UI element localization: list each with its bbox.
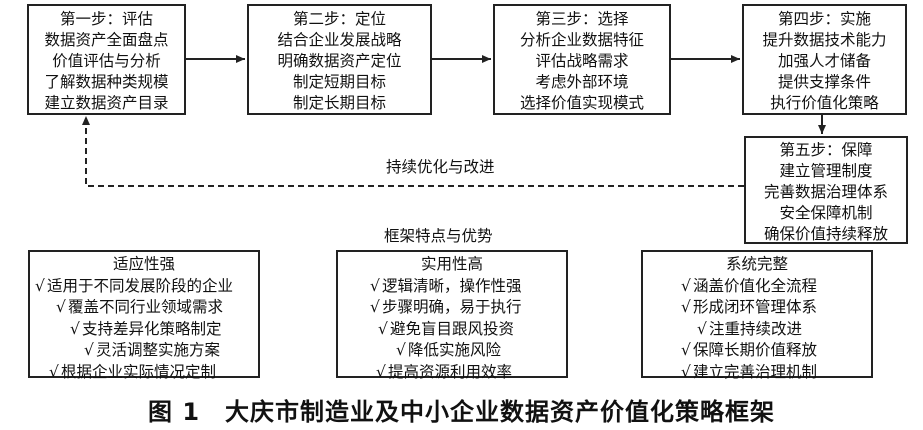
step-3-title: 第三步：选择 — [535, 10, 629, 28]
check-icon: √ — [681, 341, 691, 359]
step-3-line: 选择价值实现模式 — [519, 94, 644, 112]
check-icon: √ — [396, 341, 406, 359]
step-4-line: 提供支撑条件 — [777, 73, 871, 91]
step-4-line: 提升数据技术能力 — [762, 31, 887, 49]
feedback-loop-arrow — [82, 116, 744, 187]
step-5-line: 确保价值持续释放 — [763, 225, 888, 243]
feature-title: 系统完整 — [725, 255, 788, 273]
step-4-line: 加强人才储备 — [777, 52, 871, 70]
feature-title: 适应性强 — [112, 255, 175, 273]
feature-item: √步骤明确，易于执行 — [338, 297, 566, 319]
check-icon: √ — [370, 276, 380, 295]
feedback-label: 持续优化与改进 — [386, 158, 495, 176]
feature-box-adaptability: 适应性强 √适用于不同发展阶段的企业 √覆盖不同行业领域需求 √支持差异化策略制… — [28, 250, 260, 381]
step-5-title: 第五步：保障 — [779, 141, 873, 159]
check-icon: √ — [378, 319, 388, 338]
step-1-line: 价值评估与分析 — [52, 52, 161, 70]
step-1-title: 第一步：评估 — [59, 10, 153, 28]
feature-item: √涵盖价值化全流程 — [643, 276, 871, 298]
feature-item: √建立完善治理机制 — [643, 362, 871, 384]
check-icon: √ — [84, 341, 94, 359]
step-5-line: 建立管理制度 — [779, 162, 873, 180]
features-heading: 框架特点与优势 — [384, 227, 493, 245]
check-icon: √ — [697, 319, 707, 338]
feature-item: √降低实施风险 — [338, 340, 566, 362]
step-1-line: 建立数据资产目录 — [44, 94, 169, 112]
step-4-title: 第四步：实施 — [777, 10, 871, 28]
step-1-line: 数据资产全面盘点 — [44, 31, 169, 49]
step-2-line: 制定长期目标 — [292, 94, 386, 112]
feature-box-practicality: 实用性高 √逻辑清晰，操作性强 √步骤明确，易于执行 √避免盲目跟风投资 √降低… — [336, 250, 568, 381]
step-2-line: 明确数据资产定位 — [277, 52, 402, 70]
feature-item: √适用于不同发展阶段的企业 — [30, 276, 258, 298]
feature-item: √保障长期价值释放 — [643, 340, 871, 362]
step-2-line: 制定短期目标 — [292, 73, 386, 91]
step-5-box: 第五步：保障 建立管理制度 完善数据治理体系 安全保障机制 确保价值持续释放 — [744, 136, 908, 244]
feature-item: √避免盲目跟风投资 — [338, 319, 566, 341]
step-5-line: 安全保障机制 — [779, 204, 873, 222]
feature-item: √逻辑清晰，操作性强 — [338, 276, 566, 298]
check-icon: √ — [35, 276, 45, 295]
check-icon: √ — [49, 362, 59, 381]
step-3-line: 考虑外部环境 — [535, 73, 629, 91]
check-icon: √ — [70, 319, 80, 338]
step-2-line: 结合企业发展战略 — [277, 31, 402, 49]
step-3-line: 评估战略需求 — [535, 52, 629, 70]
feature-item: √根据企业实际情况定制 — [30, 362, 258, 384]
feature-box-completeness: 系统完整 √涵盖价值化全流程 √形成闭环管理体系 √注重持续改进 √保障长期价值… — [641, 250, 873, 381]
check-icon: √ — [376, 362, 386, 381]
check-icon: √ — [681, 362, 691, 381]
feature-item: √覆盖不同行业领域需求 — [30, 297, 258, 319]
feature-item: √注重持续改进 — [643, 319, 871, 341]
step-2-box: 第二步：定位 结合企业发展战略 明确数据资产定位 制定短期目标 制定长期目标 — [247, 4, 432, 115]
feature-title: 实用性高 — [420, 255, 483, 273]
check-icon: √ — [681, 276, 691, 295]
step-2-title: 第二步：定位 — [292, 10, 386, 28]
step-1-line: 了解数据种类规模 — [44, 73, 169, 91]
feature-item: √支持差异化策略制定 — [30, 319, 258, 341]
step-5-line: 完善数据治理体系 — [763, 183, 888, 201]
step-1-box: 第一步：评估 数据资产全面盘点 价值评估与分析 了解数据种类规模 建立数据资产目… — [27, 4, 186, 115]
check-icon: √ — [370, 298, 380, 316]
check-icon: √ — [681, 298, 691, 316]
feature-item: √提高资源利用效率 — [338, 362, 566, 384]
figure-caption: 图 1 大庆市制造业及中小企业数据资产价值化策略框架 — [147, 398, 776, 426]
check-icon: √ — [56, 298, 66, 316]
step-3-line: 分析企业数据特征 — [519, 31, 644, 49]
step-4-line: 执行价值化策略 — [770, 94, 879, 112]
feature-item: √灵活调整实施方案 — [30, 340, 258, 362]
step-4-box: 第四步：实施 提升数据技术能力 加强人才储备 提供支撑条件 执行价值化策略 — [742, 4, 907, 115]
feature-item: √形成闭环管理体系 — [643, 297, 871, 319]
step-3-box: 第三步：选择 分析企业数据特征 评估战略需求 考虑外部环境 选择价值实现模式 — [493, 4, 671, 115]
